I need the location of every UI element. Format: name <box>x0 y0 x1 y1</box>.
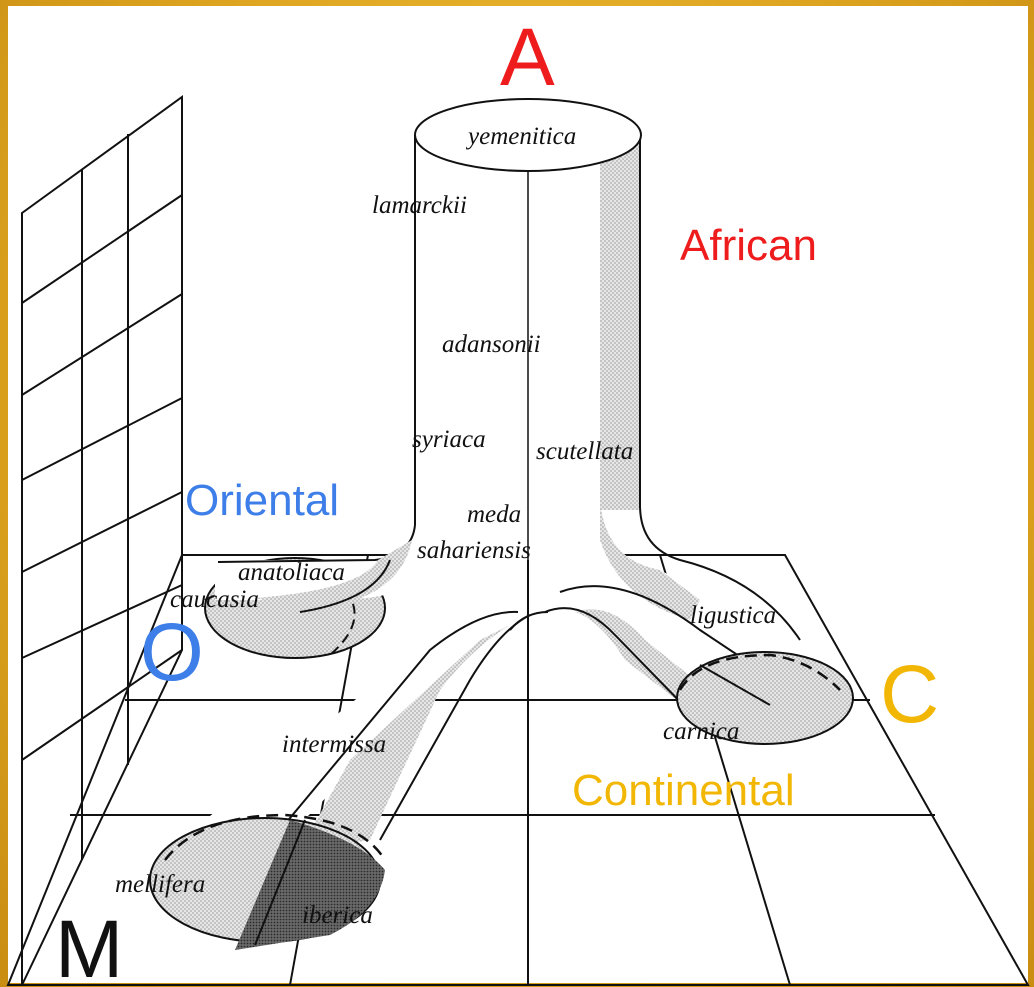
label-ligustica: ligustica <box>690 602 776 629</box>
lineage-oriental-name: Oriental <box>185 476 339 525</box>
label-meda: meda <box>467 501 521 528</box>
lineage-o-letter: O <box>140 607 204 698</box>
label-mellifera: mellifera <box>115 871 205 898</box>
wall-grid <box>21 95 183 986</box>
label-scutellata: scutellata <box>536 438 633 465</box>
african-column <box>215 98 801 641</box>
oriental-branch <box>255 540 412 613</box>
label-anatoliaca: anatoliaca <box>238 559 345 586</box>
label-caucasia: caucasia <box>170 586 259 613</box>
label-syriaca: syriaca <box>412 426 486 453</box>
lineage-m-letter: M <box>55 904 123 987</box>
label-iberica: iberica <box>302 902 373 929</box>
label-carnica: carnica <box>663 718 739 745</box>
lineage-c-letter: C <box>880 649 939 740</box>
lineage-a-letter: A <box>500 12 555 103</box>
label-lamarckii: lamarckii <box>372 192 467 219</box>
lineage-labels: A African Oriental O C Continental M <box>55 12 939 987</box>
label-adansonii: adansonii <box>442 331 541 358</box>
species-labels: yemenitica lamarckii adansonii syriaca s… <box>115 123 776 929</box>
label-yemenitica: yemenitica <box>465 123 576 150</box>
label-intermissa: intermissa <box>282 731 386 758</box>
lineage-continental-name: Continental <box>572 766 795 815</box>
continental-branch <box>544 585 854 745</box>
lineage-african-name: African <box>680 221 817 270</box>
m-branch <box>149 610 549 950</box>
label-sahariensis: sahariensis <box>417 537 531 564</box>
